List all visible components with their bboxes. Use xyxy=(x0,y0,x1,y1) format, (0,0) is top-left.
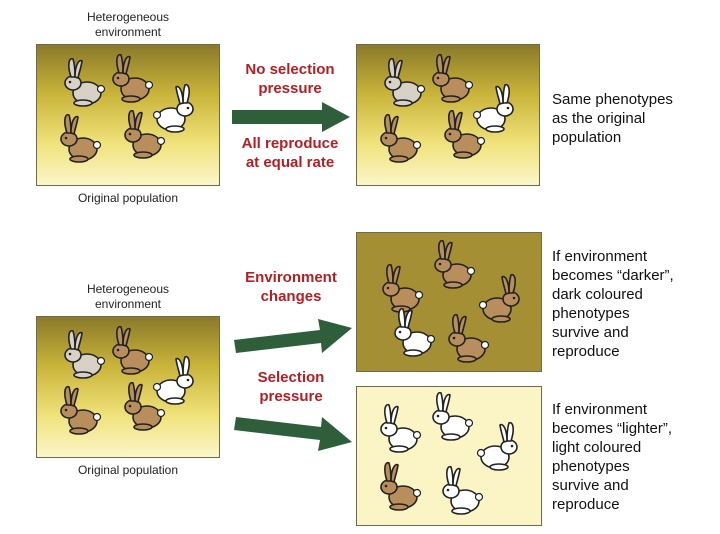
rabbit-icon xyxy=(60,113,102,163)
rabbit-group xyxy=(60,325,194,435)
rabbit-icon xyxy=(382,263,424,313)
rabbit-icon xyxy=(444,109,486,159)
rabbit-icon xyxy=(64,57,106,107)
rabbit-icon xyxy=(64,329,106,379)
rabbit-icon xyxy=(124,109,166,159)
no-selection-label: No selection pressure xyxy=(245,61,335,97)
rabbit-icon xyxy=(472,83,514,133)
rabbit-icon xyxy=(384,57,426,107)
original-population-box-top xyxy=(36,44,220,186)
rabbit-icon xyxy=(478,273,520,323)
darker-environment-box xyxy=(356,232,542,372)
rabbit-group xyxy=(380,391,518,515)
same-phenotypes-note: Same phenotypes as the original populati… xyxy=(552,91,673,146)
env-label-bottom: Heterogeneous environment xyxy=(86,282,170,311)
rabbit-icon xyxy=(434,239,476,289)
rabbit-icon xyxy=(432,53,474,103)
arrow-down-right-icon xyxy=(234,417,352,451)
rabbit-group xyxy=(380,53,514,163)
rabbit-icon xyxy=(112,53,154,103)
selection-pressure-label: Selection pressure xyxy=(257,369,325,405)
arrow-right-icon xyxy=(232,102,350,132)
rabbit-group xyxy=(382,239,520,363)
original-population-box-bottom xyxy=(36,316,220,458)
rabbit-icon xyxy=(448,313,490,363)
original-population-label-bottom: Original population xyxy=(77,463,179,477)
rabbit-icon xyxy=(380,403,422,453)
lighter-environment-box xyxy=(356,386,542,526)
original-population-label-top: Original population xyxy=(77,191,179,205)
env-label-top: Heterogeneous environment xyxy=(86,10,170,39)
rabbit-icon xyxy=(152,355,194,405)
rabbit-icon xyxy=(442,465,484,515)
rabbit-group xyxy=(60,53,194,163)
arrow-up-right-icon xyxy=(234,319,352,353)
rabbit-icon xyxy=(152,83,194,133)
rabbit-icon xyxy=(394,307,436,357)
rabbit-icon xyxy=(380,461,422,511)
result-population-box-top xyxy=(356,44,540,186)
rabbit-icon xyxy=(124,381,166,431)
rabbit-icon xyxy=(380,113,422,163)
rabbit-icon xyxy=(60,385,102,435)
rabbit-icon xyxy=(432,391,474,441)
equal-rate-label: All reproduce at equal rate xyxy=(241,135,339,171)
rabbit-icon xyxy=(476,421,518,471)
rabbit-icon xyxy=(112,325,154,375)
darker-note: If environment becomes “darker”, dark co… xyxy=(552,248,674,360)
environment-changes-label: Environment changes xyxy=(245,269,337,305)
lighter-note: If environment becomes “lighter”, light … xyxy=(552,401,673,513)
